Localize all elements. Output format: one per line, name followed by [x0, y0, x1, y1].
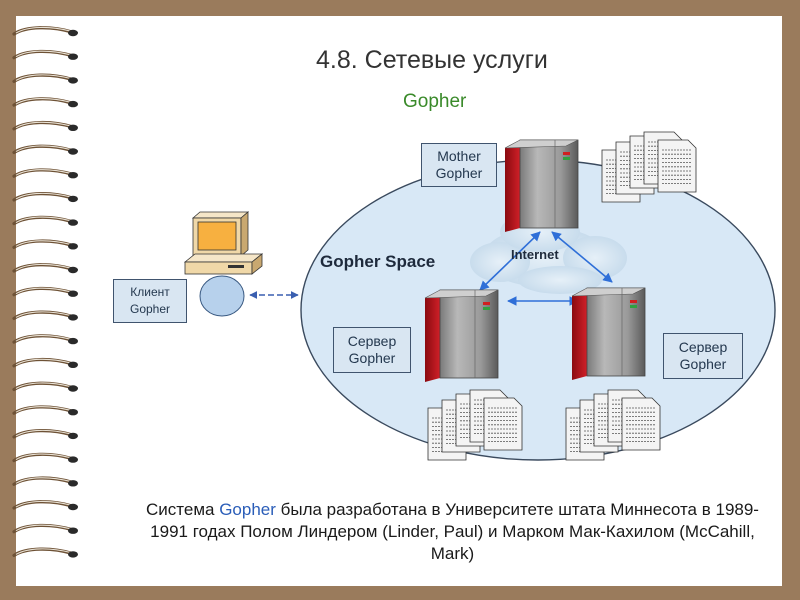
link-mother-right [551, 231, 613, 283]
documents-right [565, 389, 661, 461]
left-server [424, 289, 499, 382]
spiral-binding [12, 26, 78, 558]
mother-label-line2: Gopher [435, 165, 483, 181]
documents-left [427, 389, 523, 461]
right-server [571, 287, 646, 380]
server-left-line2: Gopher [348, 350, 396, 366]
mother-label-line1: Mother [437, 148, 481, 164]
caption-text: Система Gopher была разработана в Универ… [140, 499, 765, 565]
client-label-line1: Клиент [130, 285, 170, 299]
server-right-line1: Сервер [678, 339, 728, 355]
internet-label: Internet [511, 247, 559, 262]
server-left-line1: Сервер [347, 333, 397, 349]
client-computer [183, 211, 264, 317]
caption-highlight: Gopher [219, 500, 276, 519]
documents-mother [601, 131, 697, 203]
mother-server [504, 139, 579, 232]
client-label-line2: Gopher [129, 302, 171, 316]
slide-subtitle: Gopher [403, 91, 467, 112]
caption-part2: была разработана в Университете штата Ми… [150, 500, 759, 563]
client-node [199, 275, 245, 317]
caption-part1: Система [146, 500, 220, 519]
server-right-line2: Gopher [679, 356, 727, 372]
slide-title: 4.8. Сетевые услуги [316, 46, 548, 74]
link-mother-left [479, 231, 541, 291]
gopher-space-label: Gopher Space [320, 252, 436, 271]
